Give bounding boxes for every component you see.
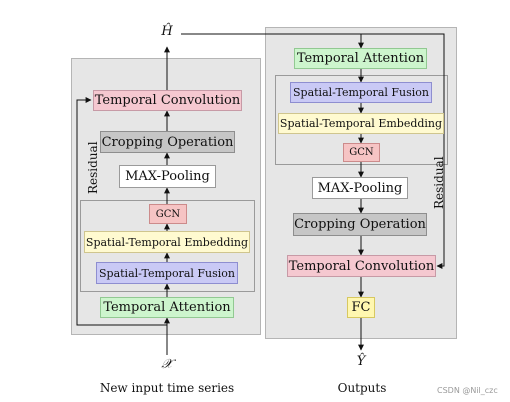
left-gcn-box: GCN <box>149 204 187 224</box>
left-cropping-operation-box: Cropping Operation <box>100 131 235 153</box>
left-spatial-temporal-embedding-box: Spatial-Temporal Embedding <box>84 231 250 253</box>
x-input-symbol: 𝒳 <box>161 357 173 372</box>
right-spatial-temporal-fusion-box: Spatial-Temporal Fusion <box>290 82 432 103</box>
left-spatial-temporal-fusion-box: Spatial-Temporal Fusion <box>96 262 238 284</box>
left-max-pooling-box: MAX-Pooling <box>119 165 216 188</box>
right-temporal-convolution-box: Temporal Convolution <box>287 255 436 277</box>
right-gcn-box: GCN <box>343 143 380 162</box>
watermark-text: CSDN @Nil_czc <box>437 386 498 395</box>
left-caption: New input time series <box>99 381 235 395</box>
right-max-pooling-box: MAX-Pooling <box>312 177 408 199</box>
right-cropping-operation-box: Cropping Operation <box>293 213 427 236</box>
h-hat-symbol: Ĥ <box>161 24 173 39</box>
right-caption: Outputs <box>337 381 387 395</box>
right-spatial-temporal-embedding-box: Spatial-Temporal Embedding <box>278 113 444 134</box>
right-residual-label: Residual <box>432 156 446 209</box>
left-temporal-convolution-box: Temporal Convolution <box>93 90 242 111</box>
right-fc-box: FC <box>347 297 375 318</box>
right-temporal-attention-box: Temporal Attention <box>294 48 427 69</box>
left-temporal-attention-box: Temporal Attention <box>100 297 234 318</box>
left-residual-label: Residual <box>86 141 100 194</box>
y-hat-symbol: Ŷ <box>356 354 366 369</box>
